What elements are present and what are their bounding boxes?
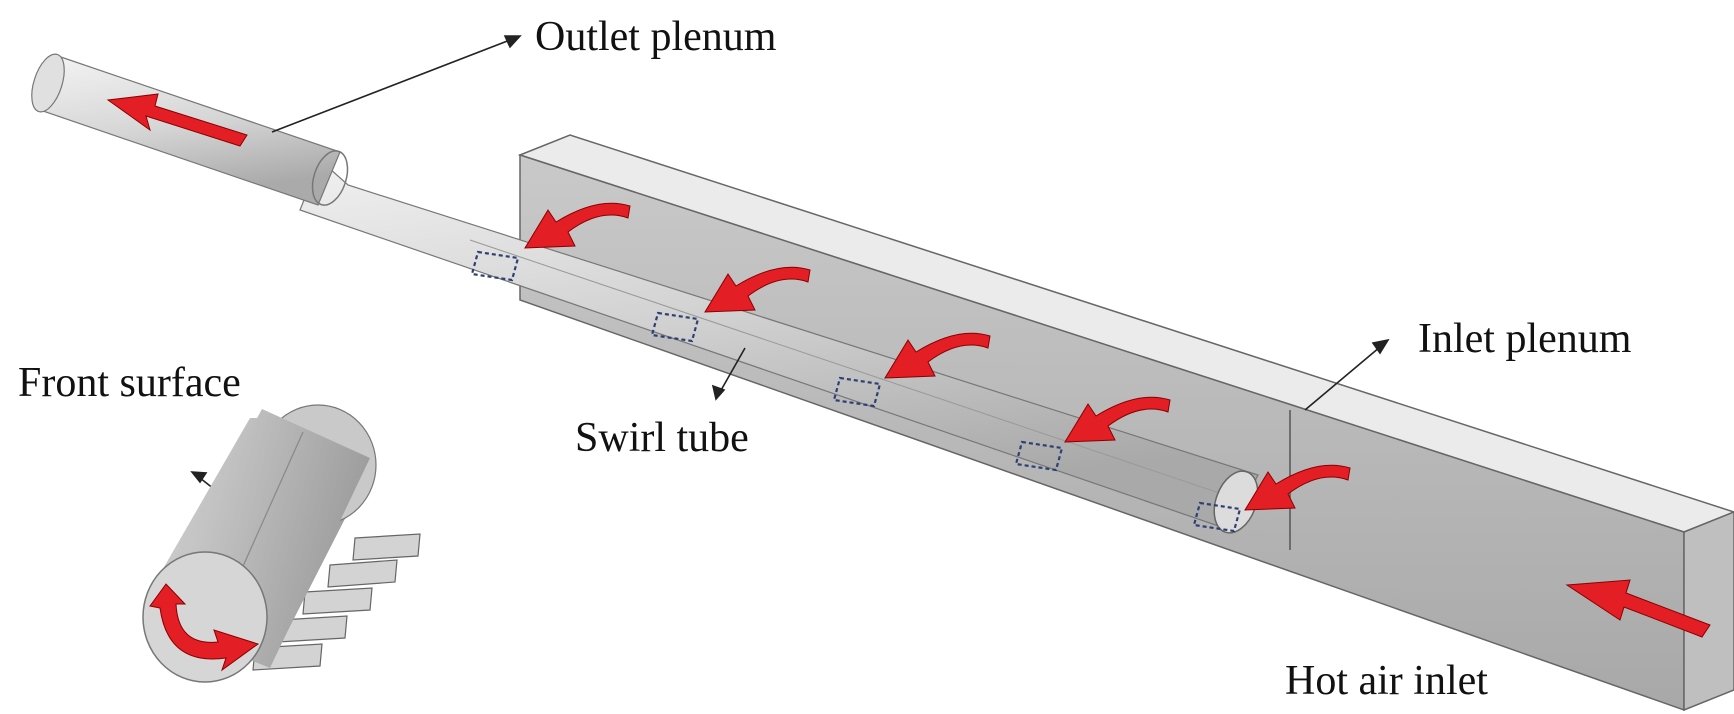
jet-arrow — [524, 202, 631, 249]
swirl-rotation-arrow — [149, 583, 260, 672]
plenum-end-face — [1683, 511, 1734, 712]
jet-arrow — [704, 266, 811, 313]
jet-arrow — [1244, 464, 1351, 511]
inlet-leader-head — [1371, 338, 1390, 355]
front-leader-head — [190, 471, 208, 484]
fin — [302, 587, 373, 615]
fin-stack — [252, 533, 421, 671]
leader-lines — [190, 35, 1390, 501]
outlet-leader-head — [503, 35, 522, 49]
jet-hole — [650, 311, 700, 343]
jet-flow-arrows — [524, 202, 1351, 511]
jet-arrow — [884, 332, 991, 379]
front-surface-inset — [142, 404, 421, 683]
inlet-leader — [1304, 346, 1381, 411]
swirl-leader — [719, 347, 746, 393]
swirl-leader-head — [711, 384, 726, 401]
inlet-plenum-label: Inlet plenum — [1418, 316, 1632, 362]
hot-air-inlet-label: Hot air inlet — [1285, 658, 1488, 704]
jet-hole — [1014, 440, 1064, 472]
jet-hole — [470, 250, 520, 282]
swirl-tube-label: Swirl tube — [575, 415, 749, 461]
outlet-plenum-label: Outlet plenum — [535, 14, 777, 60]
front-surface-label: Front surface — [18, 360, 241, 406]
inlet-flow-arrow — [1565, 579, 1711, 638]
jet-hole — [832, 376, 882, 408]
outlet-leader — [271, 39, 511, 133]
fin — [327, 559, 398, 588]
swirl-tube-mid-line — [469, 239, 1241, 501]
outlet-pipe-joint — [311, 150, 349, 206]
jet-hole — [1192, 501, 1242, 533]
swirl-tube — [299, 158, 1259, 534]
jet-arrow — [1064, 396, 1171, 443]
jet-holes — [470, 250, 1242, 533]
fin — [352, 533, 421, 561]
outlet-flow-arrow — [106, 93, 248, 147]
outlet-pipe-end — [31, 53, 65, 113]
